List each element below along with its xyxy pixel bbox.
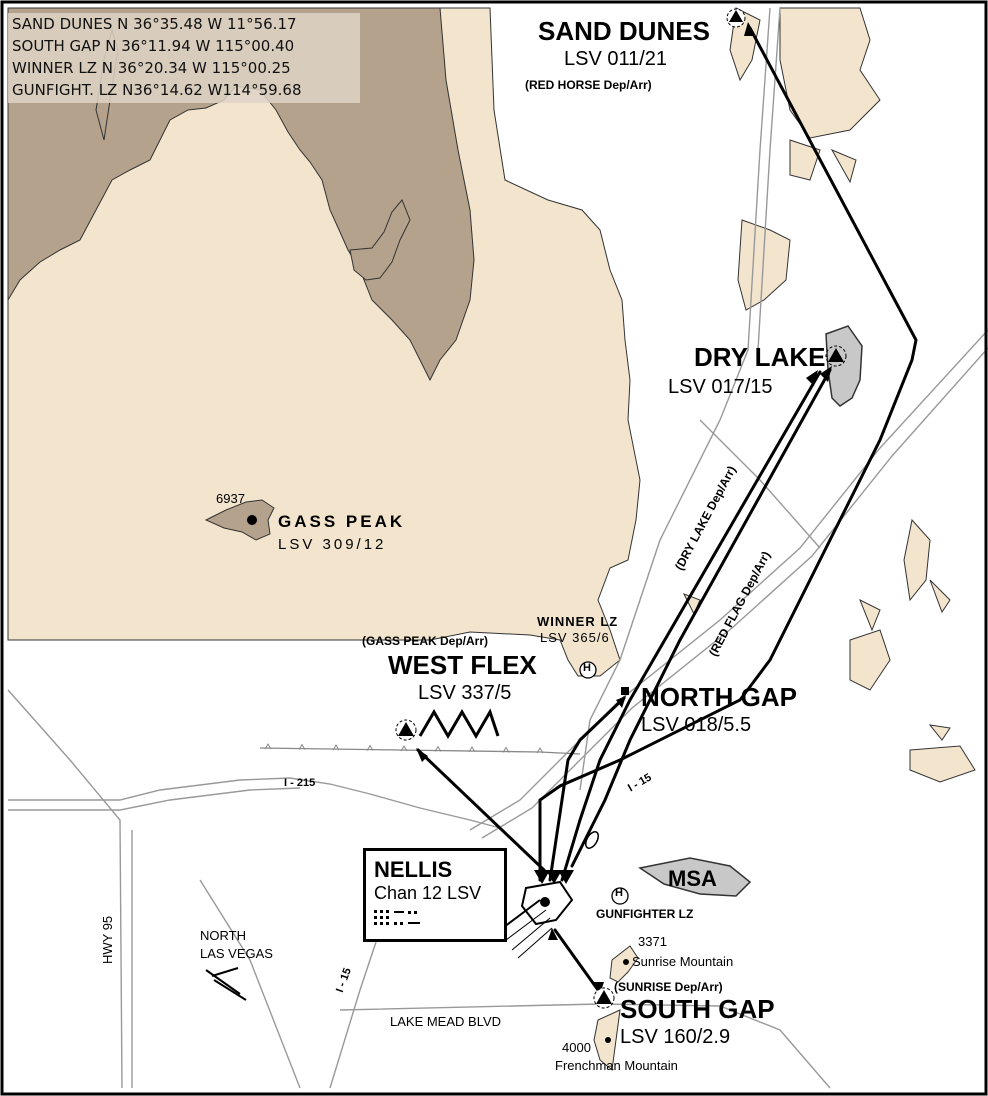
nellis-name: NELLIS bbox=[374, 857, 453, 882]
ridge-caret bbox=[502, 746, 510, 753]
waypoint-west-flex bbox=[395, 719, 417, 741]
frenchman-elev: 4000 bbox=[562, 1040, 591, 1055]
coord-south-gap: SOUTH GAP N 36°11.94 W 115°00.40 bbox=[12, 37, 295, 55]
route-arrowheads bbox=[416, 22, 832, 994]
heliport-winner bbox=[579, 661, 597, 679]
west-flex-radial: LSV 337/5 bbox=[418, 682, 512, 704]
msa-shape bbox=[638, 857, 752, 897]
north-gap-radial: LSV 018/5.5 bbox=[641, 714, 752, 736]
ridge-caret bbox=[400, 745, 408, 752]
nellis-info-box: NELLIS Chan 12 LSV bbox=[363, 848, 507, 942]
coord-sand-dunes: SAND DUNES N 36°35.48 W 11°56.17 bbox=[12, 15, 297, 33]
sand-dunes-name: SAND DUNES bbox=[538, 16, 710, 46]
dry-lake-shape bbox=[825, 325, 863, 407]
dry-lake-name: DRY LAKE bbox=[694, 342, 826, 372]
heliport-gunfighter bbox=[611, 887, 629, 905]
route-lines bbox=[416, 26, 918, 992]
road-lake-mead: LAKE MEAD BLVD bbox=[390, 1014, 502, 1029]
waypoint-south-gap bbox=[593, 987, 615, 1009]
heliport-winner-label: H bbox=[583, 662, 591, 674]
winner-lz-radial: LSV 365/6 bbox=[540, 630, 610, 645]
sunrise-dot bbox=[623, 959, 629, 965]
ridge-caret bbox=[468, 746, 476, 753]
west-flex-name: WEST FLEX bbox=[388, 650, 537, 680]
gass-peak-elev: 6937 bbox=[216, 491, 245, 506]
ridge-caret bbox=[366, 744, 374, 751]
place-north: NORTH bbox=[200, 928, 246, 943]
west-flex-zigzag bbox=[418, 708, 500, 739]
waypoint-sand-dunes bbox=[726, 8, 746, 28]
road-hwy95: HWY 95 bbox=[100, 915, 115, 964]
gass-peak-dot bbox=[247, 515, 257, 525]
frenchman-dot bbox=[605, 1037, 611, 1043]
place-las-vegas: LAS VEGAS bbox=[200, 946, 273, 961]
ridge-caret bbox=[298, 743, 306, 750]
nellis-morse-icon bbox=[374, 910, 420, 925]
terrain-tan bbox=[7, 7, 641, 677]
north-gap-name: NORTH GAP bbox=[641, 682, 797, 712]
ridge-line bbox=[259, 747, 581, 755]
ridge-caret bbox=[434, 745, 442, 752]
heliport-gunfighter-label: H bbox=[615, 887, 623, 899]
road-i215: I - 215 bbox=[284, 777, 316, 789]
terrain-brown-finger bbox=[349, 199, 411, 281]
gass-peak-terrain bbox=[204, 499, 275, 541]
nlv-runway bbox=[205, 967, 247, 1001]
winner-lz-name: WINNER LZ bbox=[537, 614, 619, 629]
gunfighter-lz-name: GUNFIGHTER LZ bbox=[596, 907, 694, 921]
ridge-caret bbox=[332, 744, 340, 751]
coordinates-panel: SAND DUNES N 36°35.48 W 11°56.17 SOUTH G… bbox=[8, 13, 360, 103]
sand-dunes-radial: LSV 011/21 bbox=[564, 48, 668, 70]
south-gap-name: SOUTH GAP bbox=[620, 994, 775, 1024]
nellis-channel: Chan 12 LSV bbox=[374, 883, 482, 903]
sunrise-elev: 3371 bbox=[638, 934, 667, 949]
waypoint-north-gap bbox=[621, 687, 629, 695]
nellis-airfield bbox=[499, 880, 574, 959]
waypoint-dry-lake bbox=[825, 345, 847, 367]
oval-marker bbox=[585, 831, 599, 849]
sunrise-name: Sunrise Mountain bbox=[632, 954, 734, 969]
south-gap-route: (SUNRISE Dep/Arr) bbox=[614, 980, 723, 994]
msa-label: MSA bbox=[668, 866, 717, 891]
ridge-caret bbox=[264, 743, 272, 750]
coord-gunfighter-lz: GUNFIGHT. LZ N36°14.62 W114°59.68 bbox=[12, 81, 302, 99]
gass-peak-radial: LSV 309/12 bbox=[278, 536, 387, 553]
frenchman-name: Frenchman Mountain bbox=[555, 1058, 678, 1073]
coord-winner-lz: WINNER LZ N 36°20.34 W 115°00.25 bbox=[12, 59, 291, 77]
roads bbox=[7, 7, 988, 1089]
gass-peak-name: GASS PEAK bbox=[278, 512, 406, 531]
west-flex-route: (GASS PEAK Dep/Arr) bbox=[362, 634, 489, 648]
ridge-caret bbox=[536, 747, 544, 754]
south-gap-radial: LSV 160/2.9 bbox=[620, 1026, 731, 1048]
dry-lake-radial: LSV 017/15 bbox=[668, 376, 773, 398]
sand-dunes-route: (RED HORSE Dep/Arr) bbox=[525, 78, 652, 92]
